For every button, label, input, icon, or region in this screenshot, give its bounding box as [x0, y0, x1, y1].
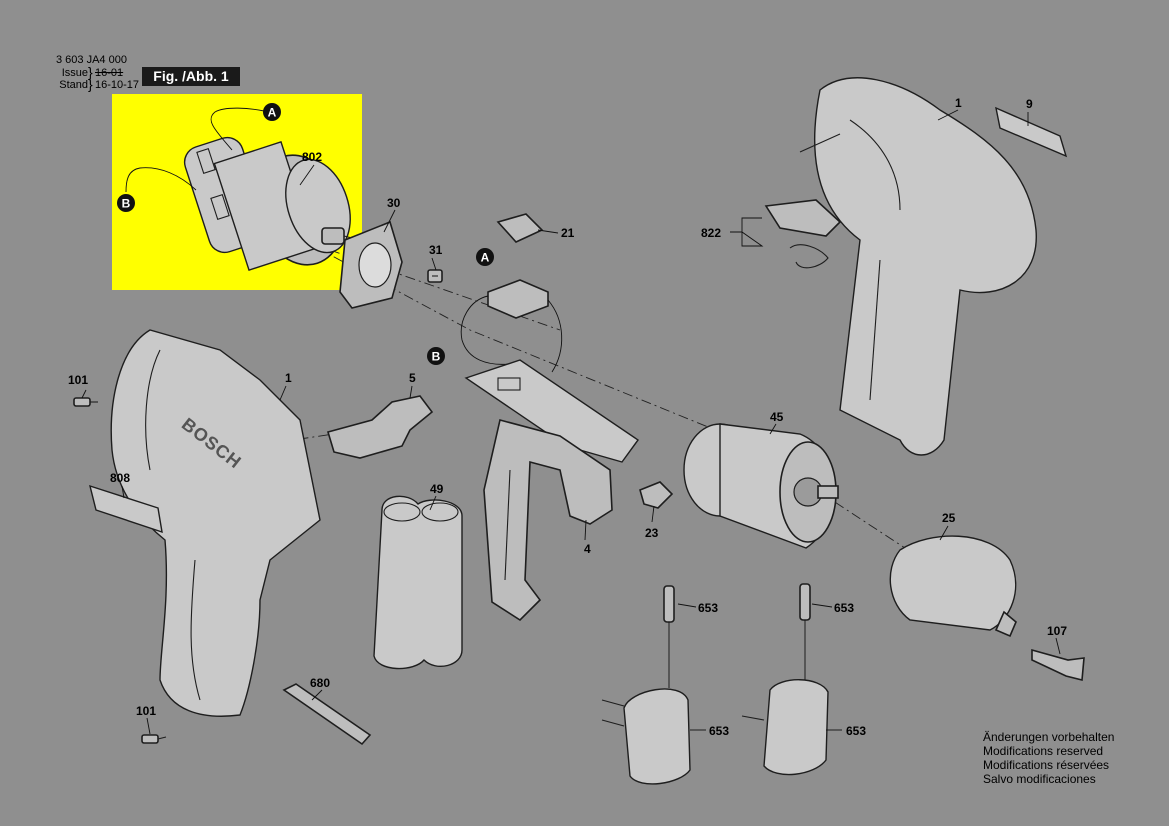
modifications-note: Änderungen vorbehalten Modifications res…: [983, 730, 1114, 786]
motor-bracket-30: [339, 220, 403, 309]
label-1-right-housing: 1: [955, 96, 962, 110]
switch-button-822: [764, 199, 842, 269]
callout-a-motor-text: A: [268, 106, 277, 120]
stand-value: 16-10-17: [95, 79, 140, 91]
charger-cable-left: [663, 585, 675, 688]
callout-b-motor-text: B: [122, 197, 131, 211]
label-5: 5: [409, 371, 416, 385]
switch-cap-21: [496, 213, 544, 243]
leader-lines: [81, 109, 1061, 735]
label-45: 45: [770, 410, 784, 424]
motor-wire-a: [210, 107, 265, 151]
charger-plug-right: [741, 679, 829, 776]
callout-b-switch-text: B: [432, 350, 441, 364]
screw-101-bottom: [141, 734, 167, 744]
battery-pack-49: [373, 495, 463, 670]
label-653-right-plug: 653: [846, 724, 866, 738]
label-25: 25: [942, 511, 956, 525]
chuck-25: [889, 535, 1017, 638]
stand-brace: }: [88, 76, 93, 92]
label-101-bottom: 101: [136, 704, 156, 718]
stand-label: Stand: [59, 79, 88, 91]
label-23: 23: [645, 526, 659, 540]
doc-number: 3 603 JA4 000: [56, 54, 127, 66]
label-21: 21: [561, 226, 575, 240]
label-plate-9: [995, 106, 1068, 158]
callout-a-switch: A: [476, 248, 494, 266]
label-680: 680: [310, 676, 330, 690]
electronics-board-4: [464, 359, 639, 622]
direction-switch-5: [326, 395, 434, 459]
housing-left-1: BOSCH: [110, 329, 321, 717]
label-49: 49: [430, 482, 444, 496]
switch-wires: [460, 295, 511, 365]
screw-31: [427, 269, 443, 283]
switch-block: [487, 279, 549, 319]
label-822: 822: [701, 226, 721, 240]
note-de: Änderungen vorbehalten: [983, 730, 1115, 744]
callout-a-motor: A: [263, 103, 281, 121]
screw-101-top: [73, 397, 98, 407]
switch-wires-2: [547, 299, 563, 373]
issue-value: 16-01: [95, 67, 124, 79]
label-808: 808: [110, 471, 130, 485]
issue-brace: }: [88, 64, 93, 80]
label-plate-808: [89, 484, 163, 534]
lock-clip-23: [639, 481, 674, 509]
charger-cable-right: [799, 583, 811, 684]
label-101-top: 101: [68, 373, 88, 387]
label-9: 9: [1026, 97, 1033, 111]
charger-plug-left: [601, 688, 691, 785]
note-fr: Modifications réservées: [983, 758, 1110, 772]
motor-802: [183, 136, 353, 271]
label-30: 30: [387, 196, 401, 210]
callout-a-switch-text: A: [481, 251, 490, 265]
label-31: 31: [429, 243, 443, 257]
screw-107: [1031, 648, 1085, 682]
callout-b-switch: B: [427, 347, 445, 365]
note-en: Modifications reserved: [983, 744, 1104, 758]
housing-right-1: [799, 77, 1037, 456]
note-es: Salvo modificaciones: [983, 772, 1096, 786]
figure-badge: Fig. /Abb. 1: [142, 67, 240, 86]
label-107: 107: [1047, 624, 1067, 638]
label-802: 802: [302, 150, 322, 164]
screwdriver-bit-680: [282, 683, 372, 746]
issue-label: Issue: [61, 67, 88, 79]
label-4: 4: [584, 542, 591, 556]
label-1-left-housing: 1: [285, 371, 292, 385]
label-653-left-plug: 653: [709, 724, 729, 738]
label-653-right-cable: 653: [834, 601, 854, 615]
callout-b-motor: B: [117, 194, 135, 212]
motor-wire-b: [125, 167, 197, 193]
gearbox-45: [683, 423, 839, 549]
label-653-left-cable: 653: [698, 601, 718, 615]
